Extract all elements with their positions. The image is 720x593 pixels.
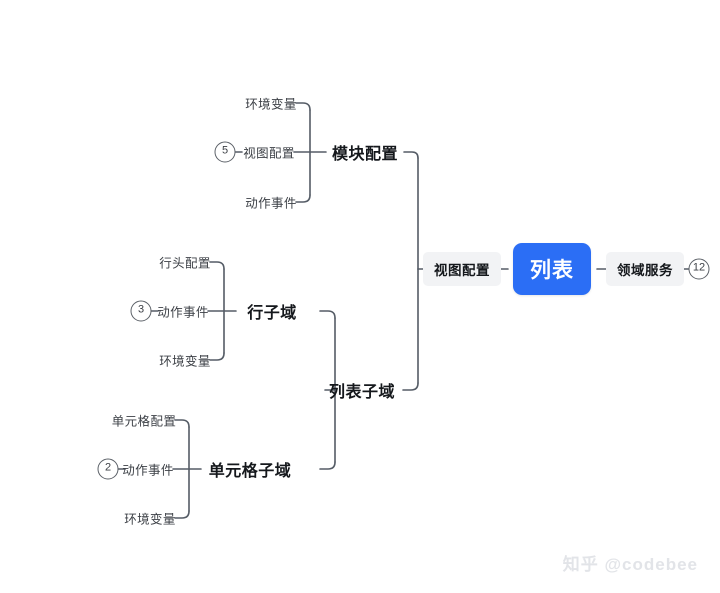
node-domain-service[interactable]: 领域服务 bbox=[606, 252, 684, 286]
node-view-config-main[interactable]: 视图配置 bbox=[423, 252, 501, 286]
badge-row-subdomain-count: 3 bbox=[130, 300, 152, 322]
elbow-list-to-cell bbox=[319, 461, 336, 470]
elbow-cell-config bbox=[174, 419, 190, 428]
elbow-module-env bbox=[295, 102, 311, 111]
elbow-row-header bbox=[209, 261, 225, 270]
badge-cell-subdomain-count: 2 bbox=[97, 458, 119, 480]
leaf-row-env-variable[interactable]: 环境变量 bbox=[159, 354, 211, 369]
elbow-list-to-row bbox=[319, 310, 336, 319]
badge-domain-service-count: 12 bbox=[688, 258, 710, 280]
leaf-cell-env-variable[interactable]: 环境变量 bbox=[124, 512, 176, 527]
leaf-row-action-event[interactable]: 动作事件 bbox=[157, 305, 209, 320]
elbow-cell-env bbox=[174, 510, 190, 519]
elbow-trunk-to-listsubdomain bbox=[402, 382, 419, 391]
leaf-row-header-config[interactable]: 行头配置 bbox=[159, 256, 211, 271]
badge-module-config-count: 5 bbox=[214, 141, 236, 163]
branch-heading-module-config[interactable]: 模块配置 bbox=[331, 146, 399, 163]
elbow-trunk-to-moduleconfig bbox=[403, 151, 419, 159]
elbow-row-env bbox=[209, 352, 225, 361]
branch-heading-list-subdomain[interactable]: 列表子域 bbox=[328, 384, 396, 401]
leaf-cell-config[interactable]: 单元格配置 bbox=[111, 414, 177, 429]
root-node-list[interactable]: 列表 bbox=[513, 243, 591, 295]
leaf-module-view-config[interactable]: 视图配置 bbox=[243, 146, 295, 161]
leaf-cell-action-event[interactable]: 动作事件 bbox=[122, 463, 174, 478]
elbow-module-action bbox=[295, 194, 311, 203]
leaf-module-action-event[interactable]: 动作事件 bbox=[245, 196, 297, 211]
branch-heading-cell-subdomain[interactable]: 单元格子域 bbox=[208, 463, 292, 480]
leaf-module-env-variable[interactable]: 环境变量 bbox=[245, 97, 297, 112]
watermark: 知乎 @codebee bbox=[562, 555, 698, 574]
branch-heading-row-subdomain[interactable]: 行子域 bbox=[247, 305, 297, 322]
